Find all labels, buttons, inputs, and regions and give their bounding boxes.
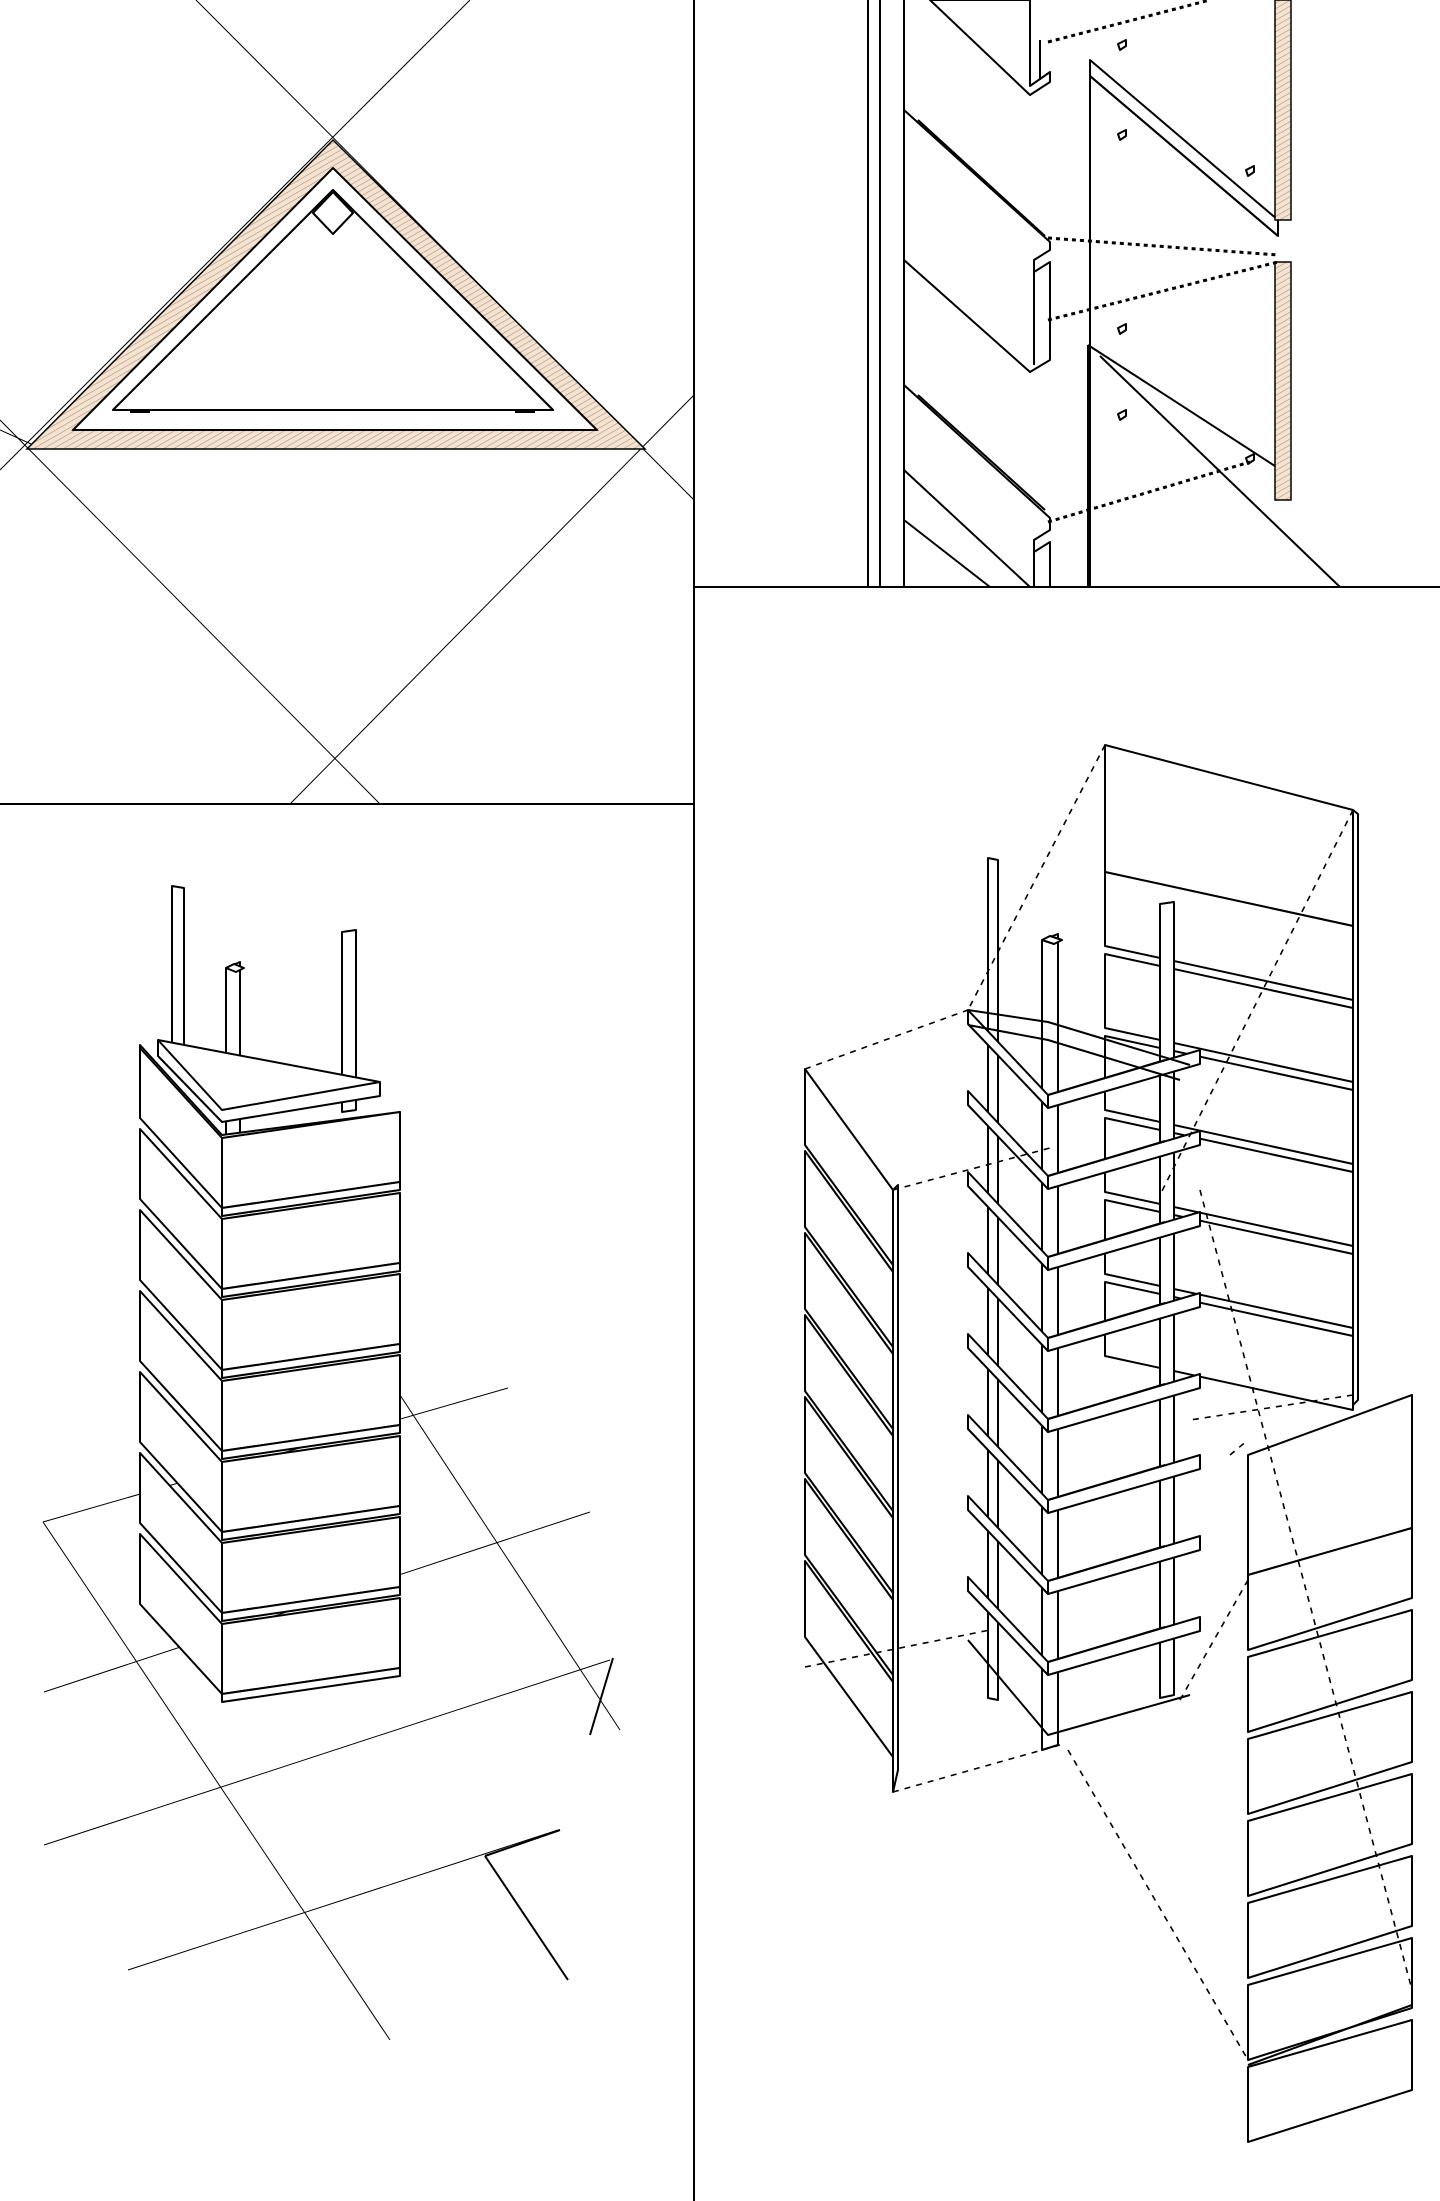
frame-rail-back: [1047, 1464, 1166, 1501]
corner-post: [312, 191, 354, 235]
board-reveal: [221, 1505, 401, 1541]
board-reveal: [221, 1586, 401, 1622]
board-reveal: [221, 1262, 401, 1298]
board-reveal: [221, 1181, 401, 1217]
panel-edge-1: [1274, 0, 1292, 221]
frame-rail-left: [967, 1252, 1049, 1352]
frame-rail-right: [1047, 1535, 1201, 1595]
frame-rail-left: [967, 1171, 1049, 1271]
frame-top-rim: [967, 1009, 1191, 1066]
explosion-lines: [804, 744, 1413, 2061]
frame-rail-back: [1047, 1140, 1166, 1177]
front-board: [1247, 1855, 1413, 1979]
board-reveal: [221, 1667, 401, 1703]
ground-grid: [42, 1387, 621, 2041]
frame-rail-back: [1047, 1545, 1166, 1582]
back-stack-edge: [1352, 809, 1359, 1406]
front-board: [1247, 1773, 1413, 1897]
fixing-detail: [694, 0, 1440, 588]
frame-rail-back: [1047, 1383, 1166, 1420]
frame-rail-left: [967, 1090, 1049, 1190]
frame-rail-right: [1047, 1616, 1201, 1676]
front-board: [1247, 1691, 1413, 1815]
frame-top-rim-inner: [967, 1024, 1181, 1081]
plan-section-detail: [0, 0, 695, 805]
front-cladding-stack: [1247, 1394, 1413, 2143]
column-frame: [967, 857, 1201, 1751]
left-cladding-stack: [804, 1068, 899, 1793]
assembled-column: [42, 885, 621, 2041]
board-reveal: [221, 1424, 401, 1460]
panel-edge-2: [1274, 261, 1292, 501]
front-board: [1247, 1527, 1413, 1651]
frame-rail-left: [967, 1009, 1049, 1109]
frame-rail-back: [1047, 1221, 1166, 1258]
vertical-post: [867, 0, 905, 587]
frame-rail-back: [1047, 1059, 1166, 1096]
clips: [1117, 39, 1255, 465]
frame-bottom-rim: [967, 1639, 1191, 1736]
frame-rail-left: [967, 1414, 1049, 1514]
inner-cavity: [112, 189, 554, 411]
front-stack-base: [1247, 2004, 1413, 2066]
front-board: [1247, 2019, 1413, 2143]
rails: [903, 0, 1051, 588]
frame-rail-left: [967, 1495, 1049, 1595]
column-cladding: [139, 1047, 401, 1703]
frame-rail-back: [1047, 1302, 1166, 1339]
front-board: [1247, 1609, 1413, 1733]
frame-rail-right: [1047, 1373, 1201, 1433]
frame-rail-back: [1047, 1626, 1166, 1663]
frame-rail-left: [967, 1576, 1049, 1676]
front-board: [1247, 1937, 1413, 2061]
exploded-view: [804, 744, 1413, 2143]
board-reveal: [221, 1343, 401, 1379]
left-stack-edge: [892, 1184, 899, 1793]
fixing-lines: [1047, 0, 1279, 524]
frame-rail-left: [967, 1333, 1049, 1433]
cladding-panels: [1087, 0, 1341, 588]
frame-rail-right: [1047, 1454, 1201, 1514]
